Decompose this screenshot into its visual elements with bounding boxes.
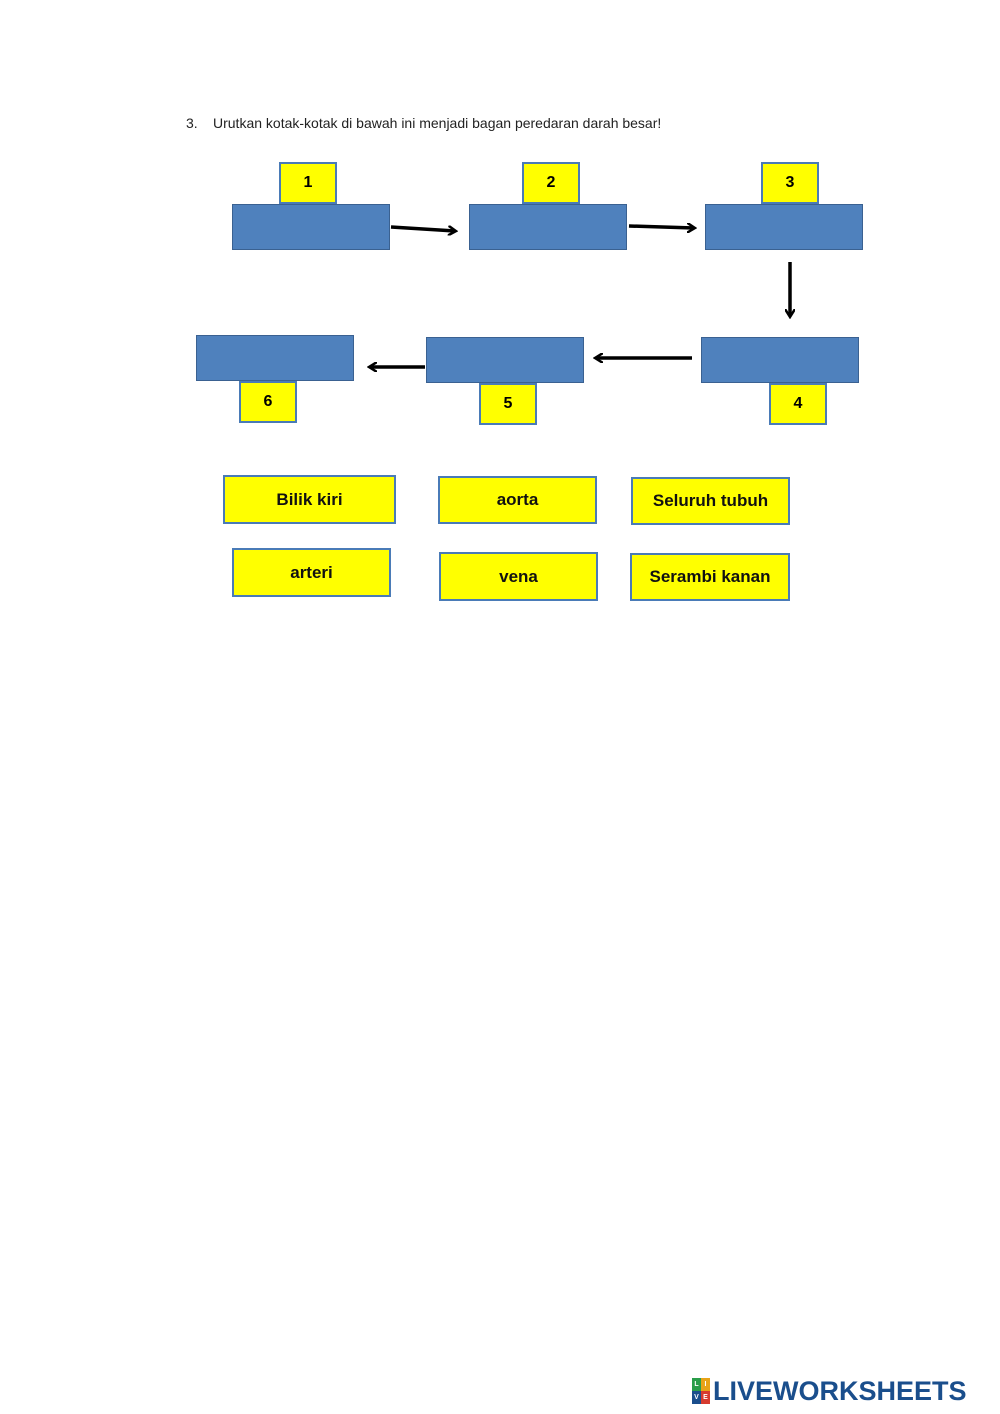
drop-slot-2[interactable] bbox=[469, 204, 627, 250]
option-arteri[interactable]: arteri bbox=[232, 548, 391, 597]
logo-tile: I bbox=[701, 1378, 710, 1391]
step-number-1: 1 bbox=[279, 162, 337, 204]
question-number: 3. bbox=[186, 115, 198, 131]
liveworksheets-logo: L I V E LIVEWORKSHEETS bbox=[692, 1376, 967, 1406]
option-serambi-kanan[interactable]: Serambi kanan bbox=[630, 553, 790, 601]
logo-tile: V bbox=[692, 1391, 701, 1404]
brand-name: LIVEWORKSHEETS bbox=[713, 1375, 967, 1406]
drop-slot-5[interactable] bbox=[426, 337, 584, 383]
question-prompt: Urutkan kotak-kotak di bawah ini menjadi… bbox=[213, 115, 662, 131]
drop-slot-3[interactable] bbox=[705, 204, 863, 250]
logo-tile: E bbox=[701, 1391, 710, 1404]
step-number-3: 3 bbox=[761, 162, 819, 204]
option-vena[interactable]: vena bbox=[439, 552, 598, 601]
step-number-4: 4 bbox=[769, 383, 827, 425]
drop-slot-4[interactable] bbox=[701, 337, 859, 383]
step-number-5: 5 bbox=[479, 383, 537, 425]
option-bilik-kiri[interactable]: Bilik kiri bbox=[223, 475, 396, 524]
logo-tile: L bbox=[692, 1378, 701, 1391]
option-seluruh-tubuh[interactable]: Seluruh tubuh bbox=[631, 477, 790, 525]
arrow-2-to-3 bbox=[628, 226, 694, 228]
arrow-1-to-2 bbox=[390, 225, 455, 231]
flow-arrows bbox=[0, 0, 1000, 640]
option-aorta[interactable]: aorta bbox=[438, 476, 597, 524]
drop-slot-6[interactable] bbox=[196, 335, 354, 381]
drop-slot-1[interactable] bbox=[232, 204, 390, 250]
step-number-2: 2 bbox=[522, 162, 580, 204]
step-number-6: 6 bbox=[239, 381, 297, 423]
liveworksheets-logo-icon: L I V E bbox=[692, 1378, 710, 1404]
question-text: 3. Urutkan kotak-kotak di bawah ini menja… bbox=[186, 115, 661, 131]
